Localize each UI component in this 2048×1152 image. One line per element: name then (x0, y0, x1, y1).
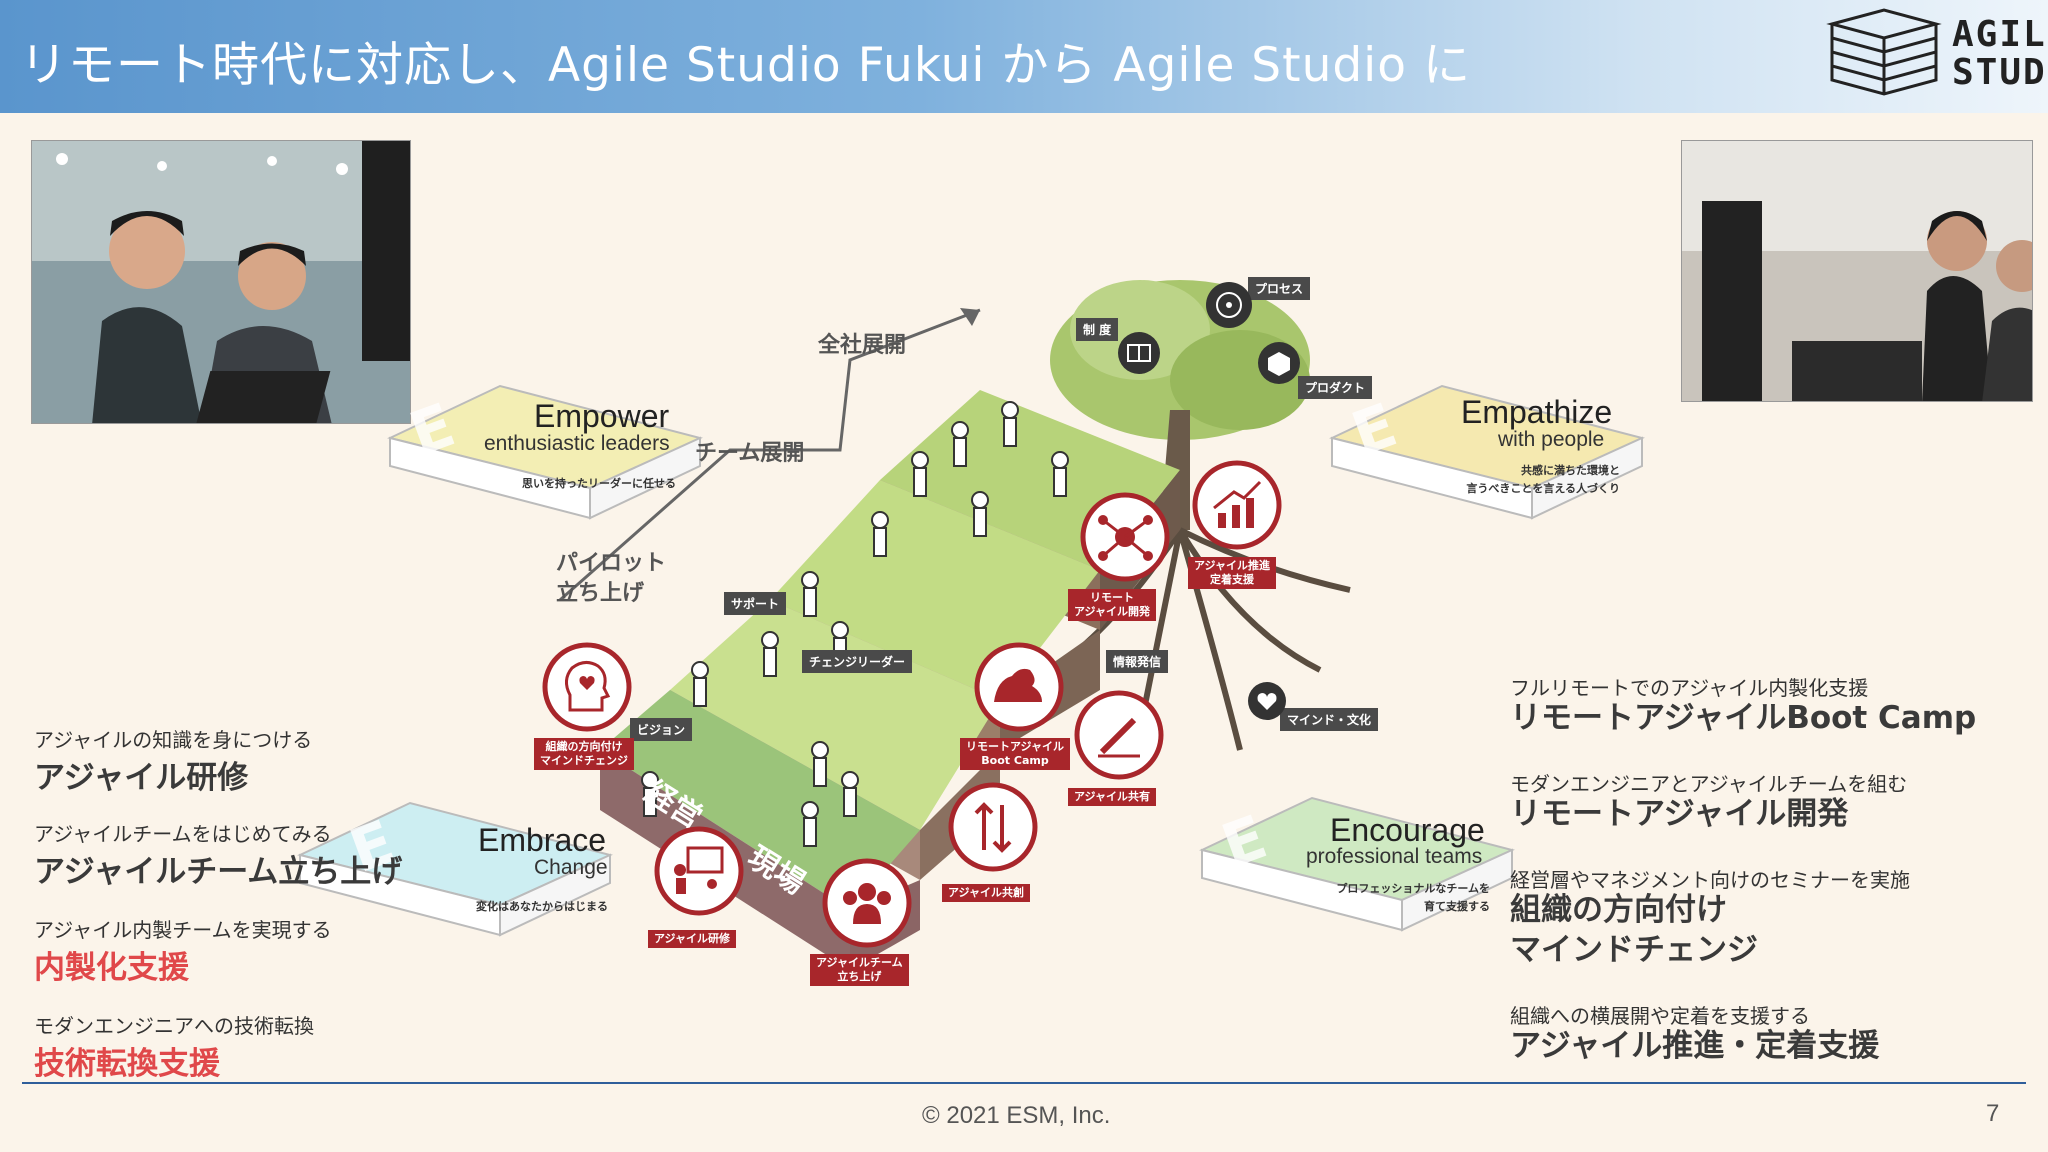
right-item-3-big2: マインドチェンジ (1510, 932, 1758, 968)
right-item-2-big: リモートアジャイル開発 (1510, 796, 1849, 832)
left-item-2-big: アジャイルチーム立ち上げ (34, 854, 403, 890)
share-pen-icon (1074, 690, 1164, 780)
tag-team: アジャイルチーム 立ち上げ (810, 954, 909, 986)
tag-promote: アジャイル推進 定着支援 (1188, 557, 1277, 589)
left-item-1-small: アジャイルの知識を身につける (34, 728, 313, 752)
left-item-4-big: 技術転換支援 (34, 1046, 220, 1082)
right-item-1-big: リモートアジャイルBoot Camp (1510, 700, 1977, 736)
tag-team-1: アジャイルチーム (816, 956, 903, 969)
card-empathize-jp: 共感に満ちた環境と 言うべきことを言える人づくり (1462, 462, 1620, 498)
staircase-illustration (559, 280, 1351, 970)
process-target-icon (1206, 282, 1252, 328)
card-encourage-tile: E (1199, 796, 1515, 932)
card-embrace-tile: E (297, 801, 613, 937)
label-pilot-1: パイロット (556, 551, 667, 576)
training-teacher-icon (654, 826, 744, 916)
left-item-4-small: モダンエンジニアへの技術転換 (34, 1014, 314, 1038)
tag-share: アジャイル共有 (1068, 788, 1157, 806)
right-item-3-big: 組織の方向付け (1510, 892, 1727, 928)
card-encourage-jp: プロフェッショナルなチームを 育て支援する (1330, 880, 1490, 916)
rules-book-icon (1118, 332, 1160, 374)
tag-promote-1: アジャイル推進 (1194, 559, 1271, 572)
card-encourage-sub: professional teams (1306, 845, 1483, 868)
page-number: 7 (1986, 1100, 2000, 1127)
card-empower-sub: enthusiastic leaders (484, 432, 670, 455)
right-item-4-small: 組織への横展開や定着を支援する (1510, 1004, 1810, 1028)
label-team-rollout: チーム展開 (695, 441, 805, 466)
photo-engineers-left (31, 140, 411, 424)
tag-promote-2: 定着支援 (1210, 573, 1254, 586)
tag-org-direction-2: マインドチェンジ (540, 754, 628, 767)
heart-culture-icon (1248, 682, 1286, 720)
tag-bootcamp-2: Boot Camp (981, 754, 1049, 767)
tag-mind-culture: マインド・文化 (1280, 708, 1379, 731)
team-people-icon (822, 858, 912, 948)
tag-remote-dev: リモート アジャイル開発 (1068, 589, 1157, 621)
card-empathize-jp-1: 共感に満ちた環境と (1521, 464, 1620, 477)
tag-info: 情報発信 (1106, 650, 1169, 673)
tag-org-direction-1: 組織の方向付け (545, 740, 623, 753)
card-encourage-title: Encourage (1330, 812, 1485, 848)
label-company-rollout: 全社展開 (818, 333, 907, 358)
tag-org-direction: 組織の方向付け マインドチェンジ (534, 738, 634, 770)
footer-divider (22, 1082, 2026, 1084)
tag-team-2: 立ち上げ (837, 970, 882, 983)
tag-vision: ビジョン (630, 718, 693, 741)
left-item-3-small: アジャイル内製チームを実現する (34, 918, 332, 942)
product-box-icon (1258, 342, 1300, 384)
bootcamp-muscle-icon (974, 642, 1064, 732)
promote-chart-icon (1192, 460, 1282, 550)
left-item-1-big: アジャイル研修 (34, 760, 249, 796)
tag-remote-dev-1: リモート (1090, 591, 1134, 604)
card-empathize-title: Empathize (1461, 394, 1613, 430)
slide-header: リモート時代に対応し、Agile Studio Fukui から Agile S… (0, 0, 2048, 113)
tag-cocreate: アジャイル共創 (942, 884, 1031, 902)
right-item-4-big: アジャイル推進・定着支援 (1510, 1028, 1880, 1064)
cocreate-arrows-icon (948, 782, 1038, 872)
left-item-3-big: 内製化支援 (34, 950, 189, 986)
tag-seido: 制 度 (1076, 318, 1119, 341)
card-embrace-title: Embrace (478, 822, 607, 858)
growth-arrow-icon (559, 308, 981, 602)
card-empower-tile: E (387, 384, 703, 520)
card-embrace-sub: Change (534, 856, 608, 879)
tag-remote-dev-2: アジャイル開発 (1074, 605, 1151, 618)
label-pilot-2: 立ち上げ (556, 581, 645, 606)
tag-product: プロダクト (1298, 376, 1373, 399)
agile-studio-logo-icon (1826, 8, 1942, 96)
card-encourage-jp-2: 育て支援する (1424, 900, 1490, 913)
card-empower-jp: 思いを持ったリーダーに任せる (522, 477, 676, 490)
logo-text: AGILE STUDIO (1952, 16, 2048, 92)
card-empathize-tile: E (1329, 384, 1645, 520)
tag-bootcamp-1: リモートアジャイル (966, 740, 1065, 753)
right-item-1-small: フルリモートでのアジャイル内製化支援 (1510, 676, 1869, 700)
card-empathize-jp-2: 言うべきことを言える人づくり (1466, 482, 1620, 495)
right-item-3-small: 経営層やマネジメント向けのセミナーを実施 (1510, 868, 1910, 892)
logo-line-2: STUDIO (1952, 52, 2048, 93)
slide-title: リモート時代に対応し、Agile Studio Fukui から Agile S… (20, 38, 1471, 93)
photo-engineers-right (1681, 140, 2033, 402)
card-empathize-sub: with people (1498, 428, 1605, 451)
tag-bootcamp: リモートアジャイル Boot Camp (960, 738, 1071, 770)
tag-change-leader: チェンジリーダー (802, 650, 913, 673)
card-encourage-jp-1: プロフェッショナルなチームを (1336, 882, 1490, 895)
tag-support: サポート (724, 592, 787, 615)
remote-dev-network-icon (1080, 492, 1170, 582)
copyright: © 2021 ESM, Inc. (922, 1102, 1111, 1129)
org-direction-head-icon (542, 642, 632, 732)
tag-training: アジャイル研修 (648, 930, 737, 948)
card-embrace-jp: 変化はあなたからはじまる (476, 900, 608, 913)
tag-process: プロセス (1248, 277, 1311, 300)
left-item-2-small: アジャイルチームをはじめてみる (34, 822, 332, 846)
logo-line-1: AGILE (1952, 14, 2048, 55)
card-empower-title: Empower (534, 398, 670, 434)
right-item-2-small: モダンエンジニアとアジャイルチームを組む (1510, 772, 1908, 796)
